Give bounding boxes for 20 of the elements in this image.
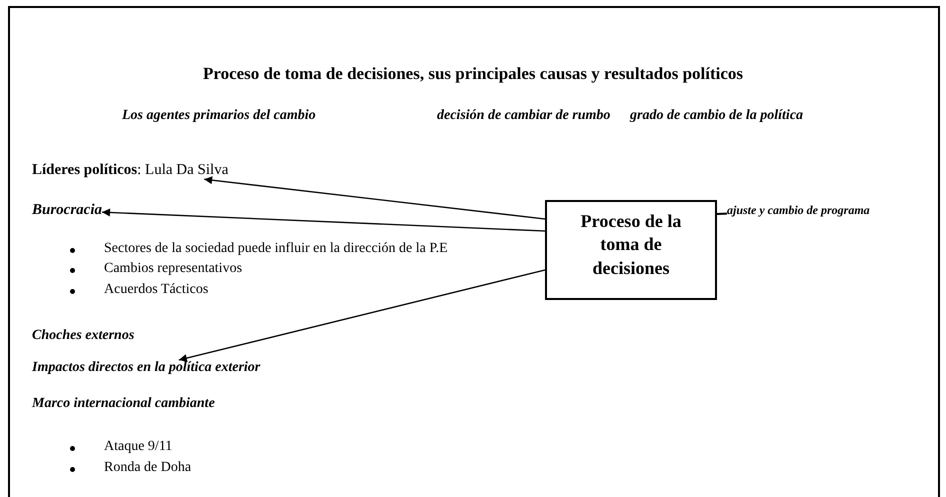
node-text: Burocracia — [32, 202, 102, 220]
list-item: Acuerdos Tácticos — [104, 282, 208, 298]
text-label: decisión de cambiar de rumbo — [437, 108, 610, 124]
node-text: Líderes políticos: Lula Da Silva — [32, 162, 228, 180]
text-label: Los agentes primarios del cambio — [122, 108, 316, 124]
arrow — [102, 208, 546, 232]
node-text: ajuste y cambio de programa — [727, 204, 870, 218]
title: Proceso de toma de decisiones, sus principales causas y resultados políticos — [202, 64, 744, 84]
arrow — [178, 269, 546, 362]
text-label: Marco internacional cambiante — [32, 396, 215, 412]
arrow — [204, 176, 546, 220]
list-item: Ataque 9/11 — [104, 439, 172, 456]
list-item: Cambios representativos — [104, 261, 242, 278]
list-item: Ronda de Doha — [104, 460, 192, 476]
list-item: Sectores de la sociedad puede influir en la dirección de la P.E — [104, 241, 448, 258]
text-label: Choches externos — [32, 328, 134, 344]
process-box: Proceso de la toma de decisiones — [545, 200, 717, 300]
connector-line — [716, 212, 728, 215]
node-text: Impactos directos en la política exterior — [32, 360, 260, 376]
text-label: grado de cambio de la política — [630, 108, 804, 124]
